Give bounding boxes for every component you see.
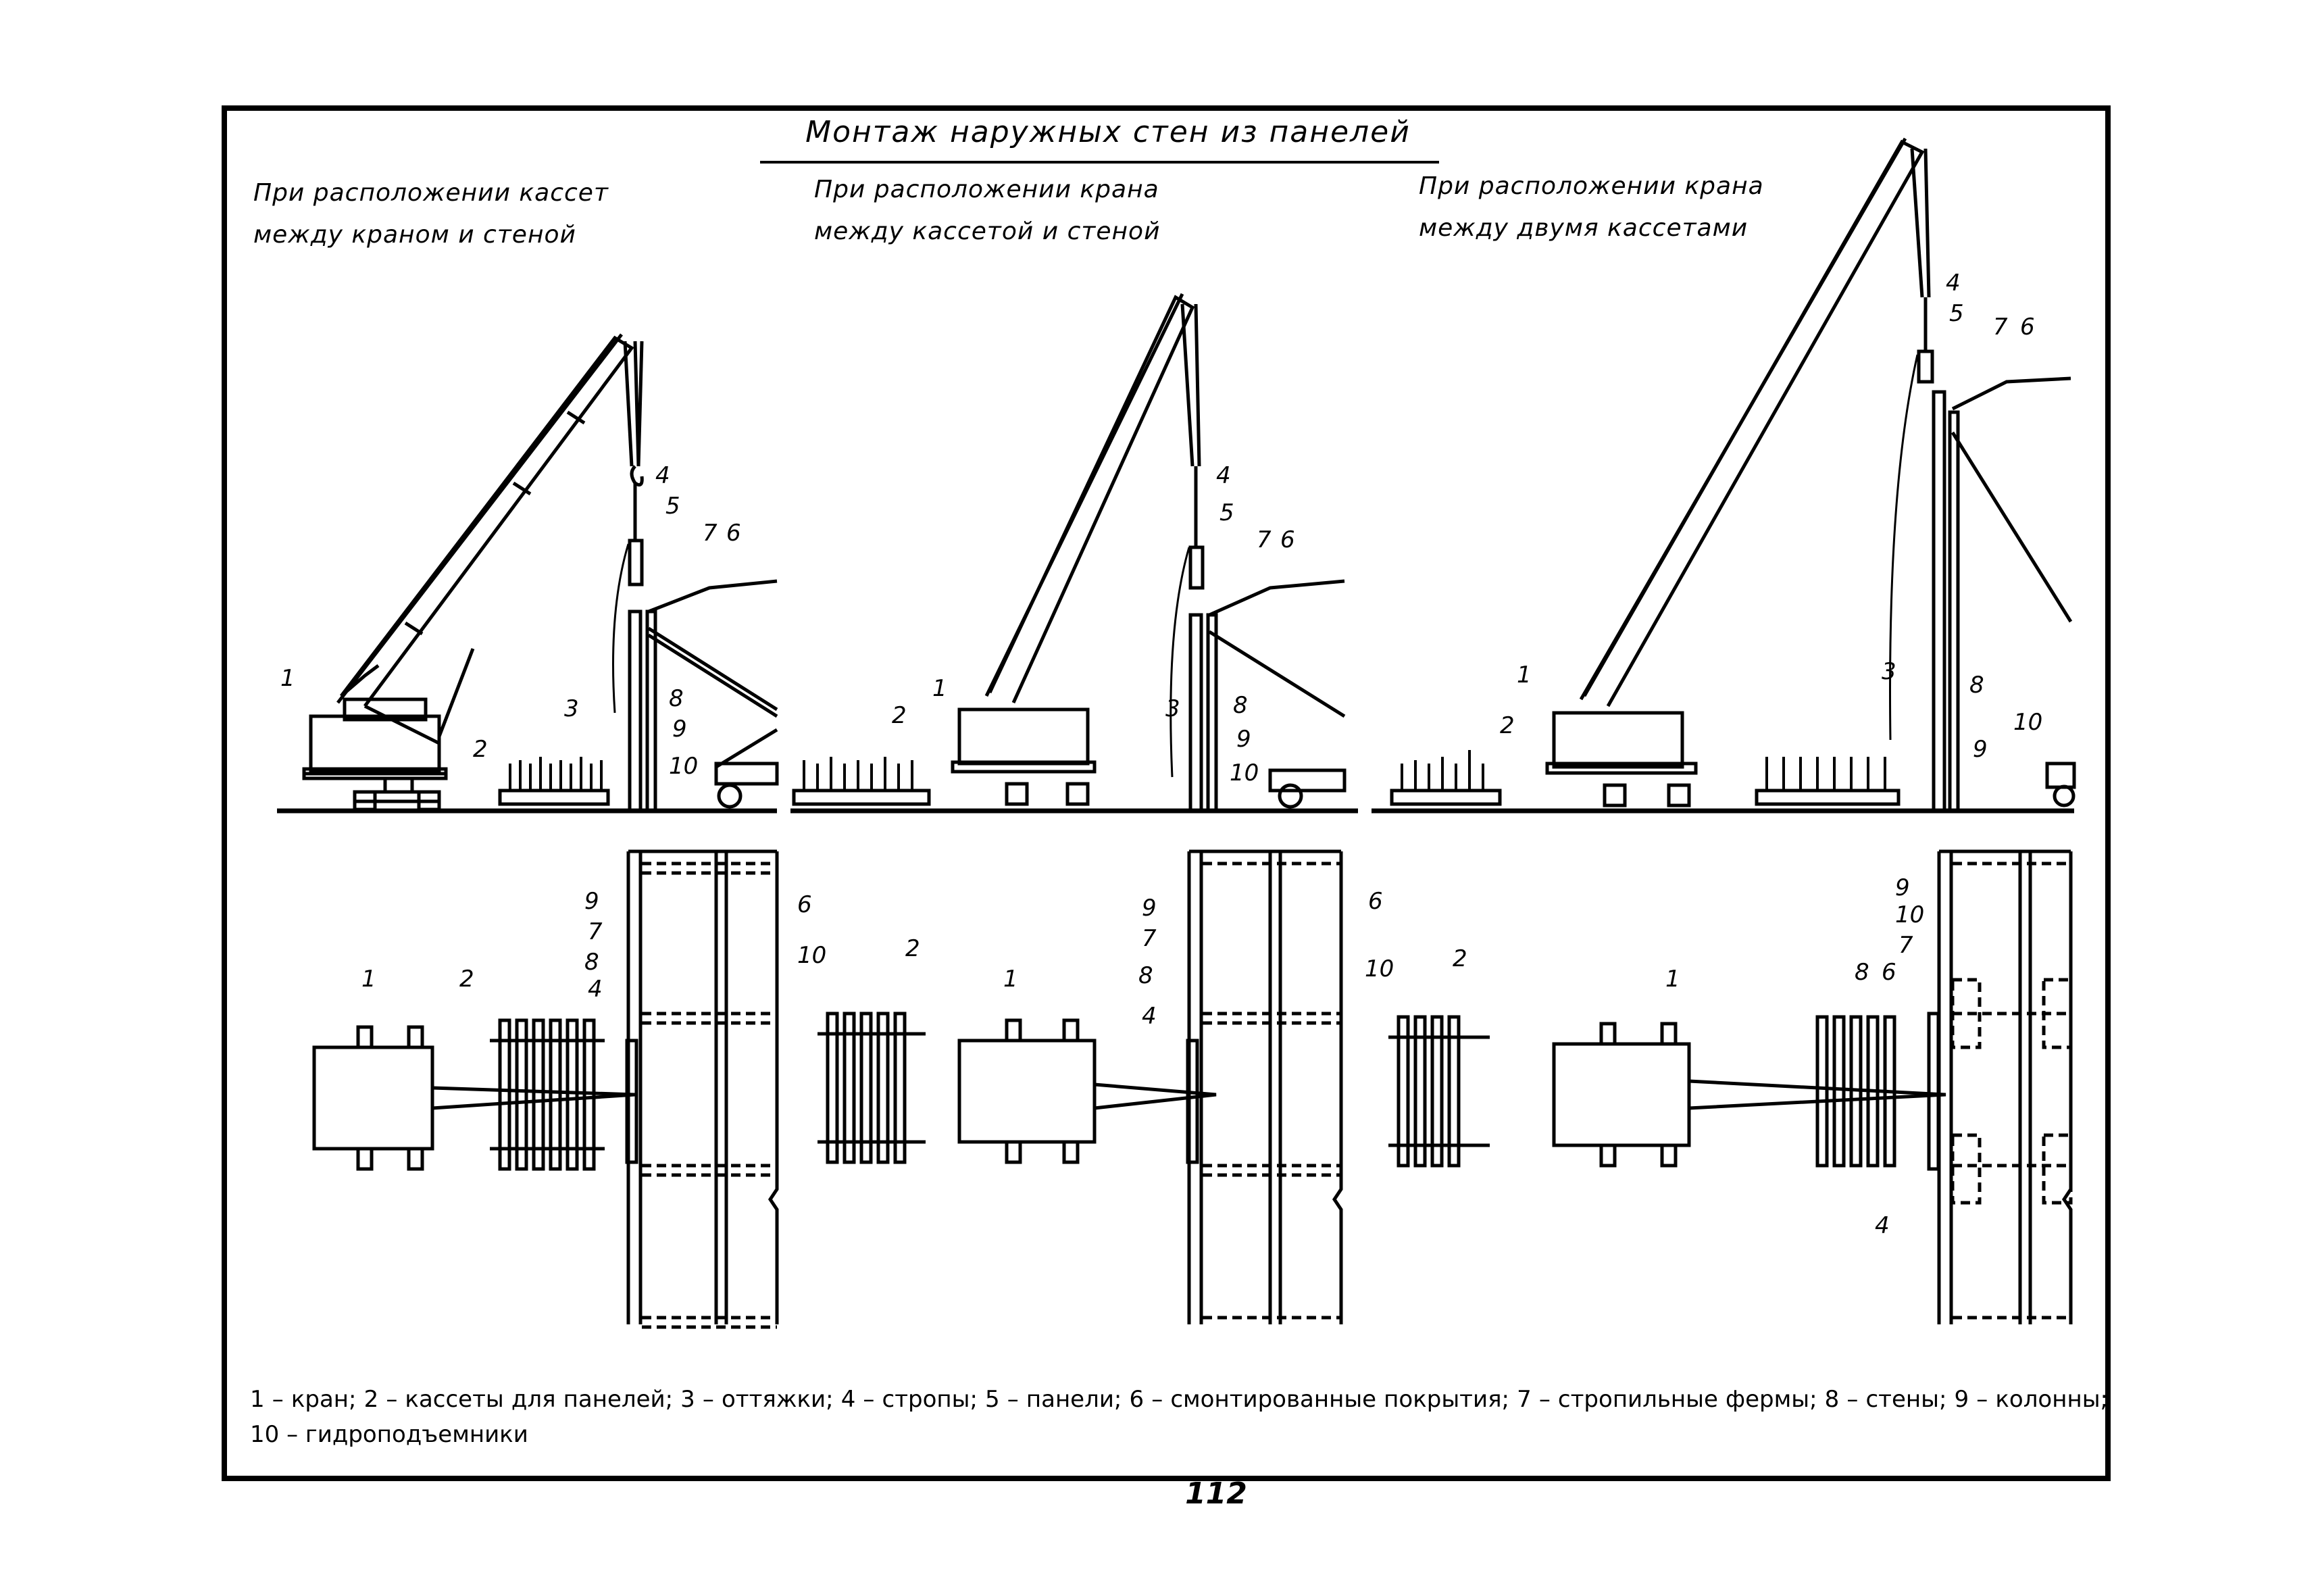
callout-6: 6 (1368, 888, 1383, 915)
diagram-title: Монтаж наружных стен из панелей (805, 115, 1411, 149)
hanging-panel (630, 541, 642, 584)
callout-1: 1 (932, 675, 947, 702)
page-number: 112 (1185, 1476, 1247, 1511)
callout-1: 1 (1665, 966, 1680, 993)
callout-4: 4 (1216, 462, 1231, 489)
callout-9: 9 (672, 716, 687, 743)
scheme2-subtitle: При расположении крана между кассетой и … (814, 176, 1161, 245)
callout-2: 2 (892, 702, 907, 729)
cassette-plan (490, 1020, 605, 1169)
callout-7: 7 (1142, 925, 1157, 952)
callout-8: 8 (584, 949, 599, 976)
callout-4: 4 (1946, 270, 1961, 297)
callout-7: 7 (1257, 526, 1272, 553)
callout-2: 2 (1500, 712, 1515, 739)
scheme3-plan (1388, 851, 2071, 1324)
callout-6: 6 (2020, 314, 2035, 341)
scheme1-plan (314, 851, 777, 1327)
callout-3: 3 (1165, 695, 1180, 722)
callout-labels: 1 2 3 4 5 7 6 8 9 10 1 2 3 4 5 7 6 8 9 1… (280, 270, 2042, 1239)
callout-10: 10 (1895, 901, 1924, 928)
callout-4: 4 (588, 976, 603, 1003)
callout-6: 6 (797, 891, 812, 918)
legend: 1 – кран; 2 – кассеты для панелей; 3 – о… (250, 1386, 2108, 1448)
cassette (500, 791, 608, 804)
scheme3-subtitle: При расположении крана между двумя кассе… (1419, 172, 1764, 242)
callout-10: 10 (669, 753, 698, 780)
callout-4: 4 (1875, 1212, 1890, 1239)
callout-8: 8 (1969, 672, 1984, 699)
callout-6: 6 (1882, 959, 1896, 986)
callout-2: 2 (473, 736, 488, 763)
callout-9: 9 (1236, 726, 1251, 753)
callout-6: 6 (1280, 526, 1295, 553)
callout-4: 4 (655, 462, 670, 489)
crane-plan (314, 1047, 432, 1149)
column (647, 612, 655, 811)
sheet-frame (224, 108, 2108, 1478)
callout-10: 10 (2013, 709, 2042, 736)
scheme1-subtitle: При расположении кассет между краном и с… (253, 179, 609, 249)
callout-9: 9 (1973, 736, 1988, 763)
callout-1: 1 (280, 665, 295, 692)
callout-5: 5 (665, 493, 680, 520)
crane-boom (341, 338, 632, 706)
callout-6: 6 (726, 520, 741, 547)
callout-10: 10 (1365, 955, 1394, 982)
truss (649, 581, 777, 612)
callout-1: 1 (361, 966, 376, 993)
callout-9: 9 (584, 888, 599, 915)
crane-body (311, 716, 439, 770)
callout-2: 2 (905, 935, 920, 962)
scheme2-plan (818, 851, 1341, 1324)
callout-8: 8 (1233, 692, 1248, 719)
callout-1: 1 (1517, 662, 1532, 689)
callout-5: 5 (1949, 300, 1964, 327)
wall (630, 612, 640, 811)
callout-7: 7 (588, 918, 603, 945)
callout-7: 7 (1993, 314, 2008, 341)
callout-2: 2 (459, 966, 474, 993)
callout-8: 8 (1855, 959, 1869, 986)
scheme3-elevation (1392, 139, 2074, 811)
callout-9: 9 (1895, 874, 1910, 901)
callout-9: 9 (1142, 895, 1157, 922)
callout-4: 4 (1142, 1003, 1157, 1030)
callout-3: 3 (564, 695, 579, 722)
callout-10: 10 (797, 942, 826, 969)
callout-3: 3 (1882, 658, 1896, 685)
crane-cab (345, 699, 426, 720)
callout-8: 8 (1138, 962, 1153, 989)
callout-5: 5 (1219, 499, 1234, 526)
scheme1-elevation (304, 334, 777, 811)
callout-8: 8 (669, 685, 684, 712)
callout-2: 2 (1453, 945, 1467, 972)
callout-7: 7 (1898, 932, 1913, 959)
scheme2-elevation (794, 294, 1344, 811)
callout-10: 10 (1230, 759, 1259, 787)
callout-1: 1 (1003, 966, 1018, 993)
callout-7: 7 (703, 520, 718, 547)
